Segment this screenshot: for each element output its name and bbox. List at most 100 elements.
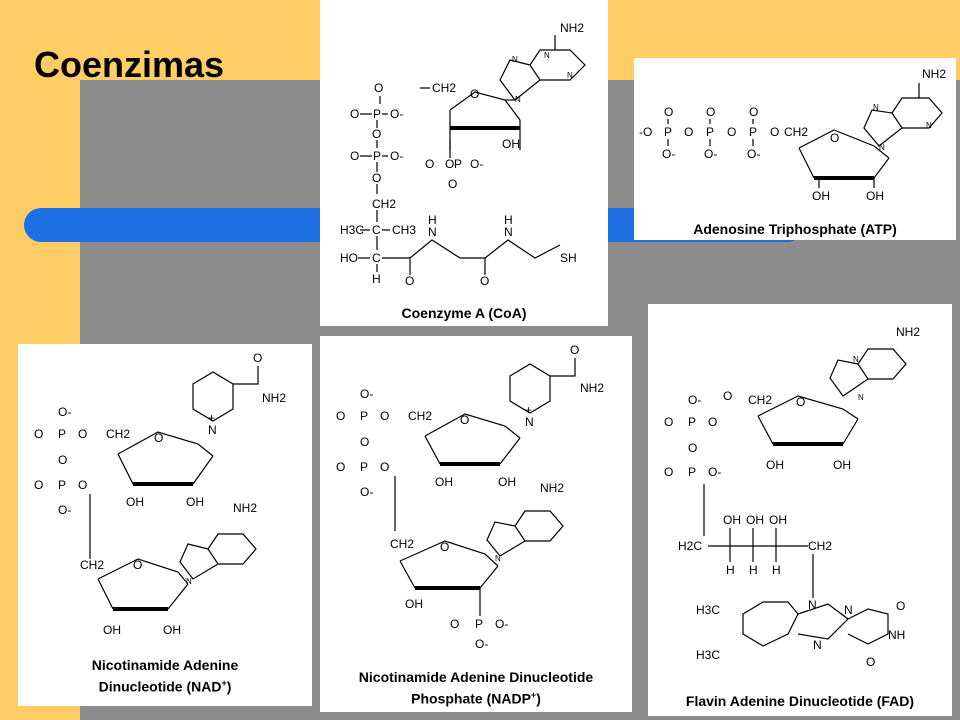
svg-text:NH2: NH2 <box>540 481 564 495</box>
svg-text:O: O <box>570 343 579 357</box>
svg-text:O: O <box>405 274 414 288</box>
svg-text:H: H <box>504 213 513 227</box>
svg-text:O: O <box>350 149 359 163</box>
svg-text:O: O <box>448 177 457 191</box>
svg-text:N: N <box>858 393 864 402</box>
svg-text:O: O <box>58 453 67 467</box>
svg-text:P: P <box>749 125 757 139</box>
svg-text:N: N <box>515 95 521 104</box>
coenzyme-a-caption: Coenzyme A (CoA) <box>401 305 527 321</box>
svg-text:O: O <box>770 125 779 139</box>
svg-text:OH: OH <box>126 495 144 509</box>
svg-text:O: O <box>380 409 389 423</box>
nadp-caption: Nicotinamide Adenine Dinucleotide Phosph… <box>320 668 632 708</box>
atp-card: NH2 N N N O OH OH -O P O P O P O CH2 O O… <box>634 58 956 240</box>
svg-text:O: O <box>336 460 345 474</box>
svg-text:N: N <box>926 121 932 130</box>
svg-text:O: O <box>78 427 87 441</box>
svg-text:OH: OH <box>766 458 784 472</box>
svg-text:CH2: CH2 <box>748 393 772 407</box>
svg-text:P: P <box>58 427 66 441</box>
svg-text:P: P <box>454 157 462 171</box>
svg-text:OH: OH <box>833 458 851 472</box>
svg-text:O: O <box>380 460 389 474</box>
svg-text:H3C: H3C <box>696 603 720 617</box>
svg-text:N: N <box>208 423 217 437</box>
svg-text:SH: SH <box>560 251 577 265</box>
svg-text:CH2: CH2 <box>80 558 104 572</box>
svg-text:O: O <box>374 81 383 95</box>
svg-text:O: O <box>372 127 381 141</box>
svg-text:O-: O- <box>360 485 373 499</box>
nad-caption-line2: Dinucleotide (NAD+) <box>98 678 232 695</box>
nadp-caption-line1: Nicotinamide Adenine Dinucleotide <box>358 669 594 685</box>
svg-text:N: N <box>504 225 513 239</box>
svg-text:OH: OH <box>769 513 787 527</box>
svg-text:NH2: NH2 <box>922 67 946 81</box>
svg-text:O: O <box>34 427 43 441</box>
svg-text:CH2: CH2 <box>372 197 396 211</box>
svg-text:O: O <box>796 395 805 409</box>
svg-text:P: P <box>688 465 696 479</box>
svg-text:H3C: H3C <box>696 648 720 662</box>
svg-text:CH2: CH2 <box>390 537 414 551</box>
svg-text:OH: OH <box>186 495 204 509</box>
svg-text:+: + <box>525 403 532 417</box>
svg-text:O: O <box>866 655 875 669</box>
svg-text:O: O <box>749 105 758 119</box>
svg-text:H3C: H3C <box>340 223 364 237</box>
svg-text:HO: HO <box>340 251 358 265</box>
svg-text:O: O <box>896 599 905 613</box>
svg-text:O: O <box>450 617 459 631</box>
svg-text:O: O <box>78 478 87 492</box>
svg-text:P: P <box>706 125 714 139</box>
svg-text:O: O <box>708 415 717 429</box>
svg-text:N: N <box>853 355 859 364</box>
svg-text:O: O <box>723 389 732 403</box>
svg-text:CH2: CH2 <box>408 409 432 423</box>
atp-caption: Adenosine Triphosphate (ATP) <box>693 221 897 237</box>
svg-text:O: O <box>460 413 469 427</box>
svg-text:P: P <box>360 409 368 423</box>
atp-structure: NH2 N N N O OH OH -O P O P O P O CH2 O O… <box>639 67 946 203</box>
svg-text:P: P <box>360 460 368 474</box>
svg-text:P: P <box>688 415 696 429</box>
nad-caption: Nicotinamide Adenine Dinucleotide (NAD+) <box>18 656 312 696</box>
svg-text:P: P <box>664 125 672 139</box>
svg-text:N: N <box>813 638 822 652</box>
svg-text:NH: NH <box>888 628 905 642</box>
svg-text:N: N <box>873 103 879 112</box>
svg-text:O: O <box>684 125 693 139</box>
svg-text:P: P <box>58 478 66 492</box>
fad-card: NH2 N N O- O P O O O P O- O CH2 O OH OH … <box>648 304 952 716</box>
svg-text:N: N <box>808 598 817 612</box>
svg-text:NH2: NH2 <box>896 325 920 339</box>
svg-text:O-: O- <box>390 107 403 121</box>
svg-text:N: N <box>186 577 192 586</box>
svg-text:+: + <box>208 411 215 425</box>
svg-text:O: O <box>34 478 43 492</box>
svg-text:H: H <box>772 563 781 577</box>
svg-text:O: O <box>336 409 345 423</box>
svg-text:CH2: CH2 <box>808 539 832 553</box>
svg-text:N: N <box>544 51 550 60</box>
svg-text:O-: O- <box>688 393 701 407</box>
svg-text:O-: O- <box>747 147 760 161</box>
svg-text:-O: -O <box>639 125 652 139</box>
svg-text:O-: O- <box>708 465 721 479</box>
svg-text:OH: OH <box>498 475 516 489</box>
slide-title: Coenzimas <box>34 44 225 85</box>
svg-text:O: O <box>688 441 697 455</box>
svg-text:O-: O- <box>360 387 373 401</box>
svg-text:O-: O- <box>390 149 403 163</box>
svg-text:O: O <box>727 125 736 139</box>
svg-text:C: C <box>372 251 381 265</box>
svg-text:O: O <box>830 131 839 145</box>
svg-text:P: P <box>475 617 483 631</box>
svg-text:CH2: CH2 <box>432 81 456 95</box>
svg-text:O-: O- <box>495 617 508 631</box>
svg-text:OH: OH <box>812 189 830 203</box>
svg-text:CH2: CH2 <box>106 427 130 441</box>
svg-text:NH2: NH2 <box>580 381 604 395</box>
svg-text:O: O <box>440 540 449 554</box>
